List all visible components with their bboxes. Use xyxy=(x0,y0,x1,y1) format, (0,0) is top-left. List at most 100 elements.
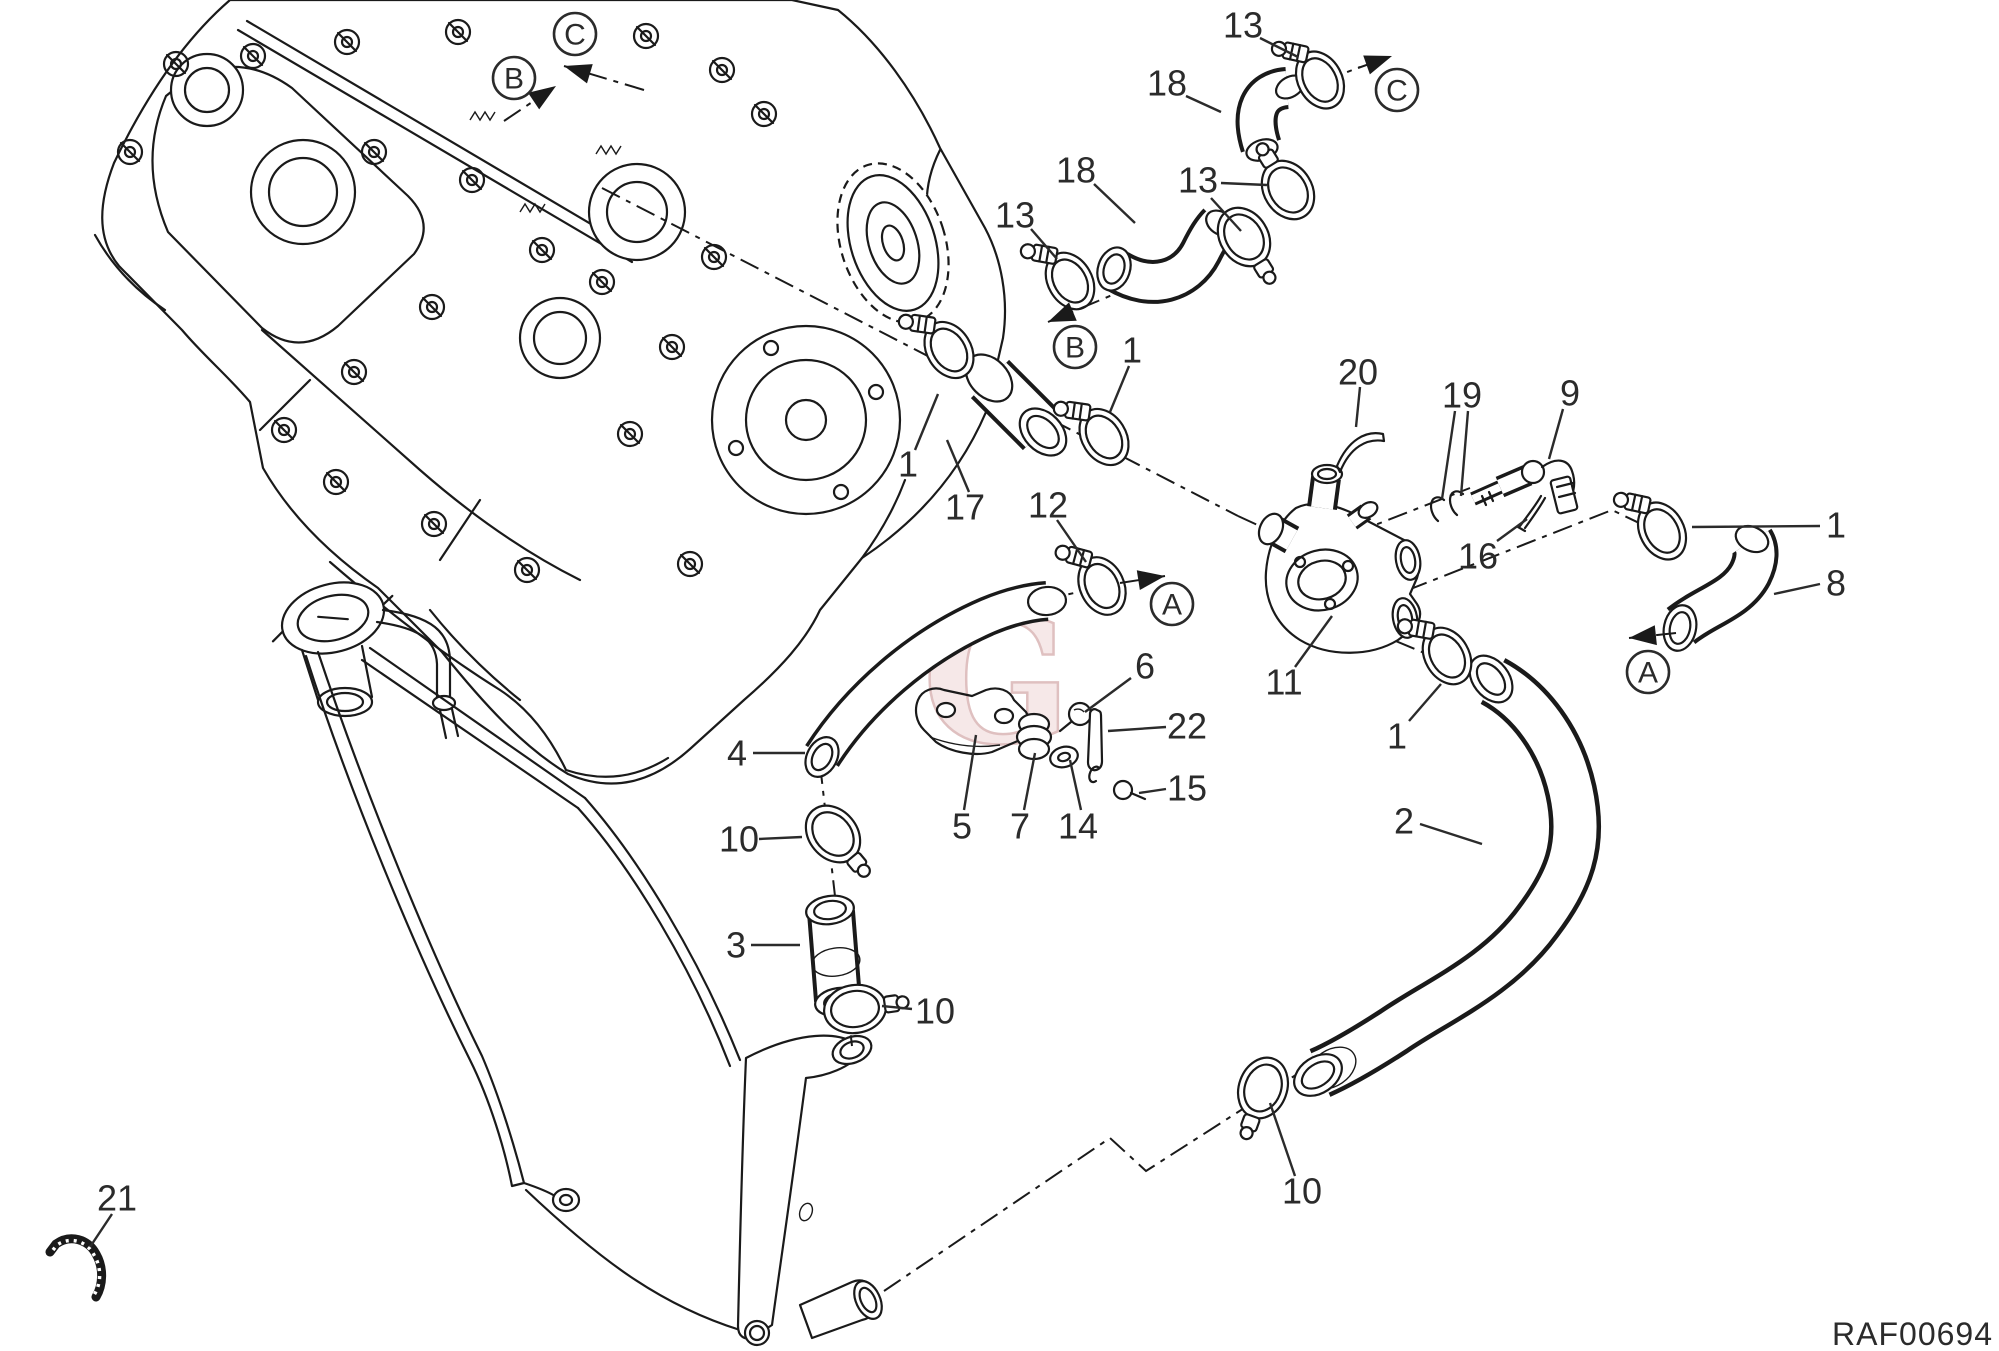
part-label-2: 2 xyxy=(1394,801,1414,842)
part-label-15: 15 xyxy=(1167,768,1207,809)
part-label-14: 14 xyxy=(1058,806,1098,847)
thermostat-unit-11 xyxy=(1257,463,1422,654)
view-marker-circle xyxy=(1374,67,1420,113)
leader-line-17 xyxy=(945,439,971,493)
screw-15 xyxy=(1088,765,1147,801)
part-label-19: 19 xyxy=(1442,375,1482,416)
leader-line-18-lower xyxy=(1093,183,1136,224)
leader-line-13-left xyxy=(1030,228,1058,260)
leader-line-18-upper xyxy=(1185,94,1222,114)
part-label-17: 17 xyxy=(945,487,985,528)
leader-line-13-top xyxy=(1259,36,1299,59)
leader-line-19 xyxy=(1459,410,1470,497)
clutch-cover xyxy=(710,324,902,516)
leader-line-10-c xyxy=(1268,1102,1297,1177)
part-label-4: 4 xyxy=(727,733,747,774)
part-label-10-a: 10 xyxy=(719,819,759,860)
leader-line-7 xyxy=(1022,752,1037,811)
view-arrowhead xyxy=(1363,55,1392,75)
spring-band-21 xyxy=(45,1234,107,1302)
part-label-18-upper: 18 xyxy=(1147,63,1187,104)
part-label-6: 6 xyxy=(1135,646,1155,687)
leader-line-10-a xyxy=(758,835,803,841)
part-label-13-left: 13 xyxy=(995,195,1035,236)
leader-line-15 xyxy=(1138,787,1167,795)
leader-line-20 xyxy=(1354,386,1362,428)
chain-guide-line xyxy=(236,28,634,264)
leader-line-8 xyxy=(1773,582,1821,596)
part-label-1-c: 1 xyxy=(1826,505,1846,546)
leader-line-6 xyxy=(1084,677,1132,713)
part-label-3: 3 xyxy=(726,925,746,966)
leader-line-11 xyxy=(1294,615,1333,668)
part-label-21: 21 xyxy=(97,1178,137,1219)
view-marker-letter: B xyxy=(504,63,524,96)
part-label-22: 22 xyxy=(1167,706,1207,747)
view-marker-C-engine: C xyxy=(552,11,645,91)
part-label-1-a: 1 xyxy=(1122,330,1142,371)
part-label-13-top: 13 xyxy=(1223,5,1263,46)
safety-pin-16 xyxy=(1516,494,1547,533)
leader-line-16 xyxy=(1496,518,1528,542)
part-label-1-d: 1 xyxy=(1387,716,1407,757)
hose-bypass-4 xyxy=(804,581,1068,778)
leader-line-14 xyxy=(1068,759,1083,811)
view-marker-circle xyxy=(1625,649,1671,695)
leader-line-1-b xyxy=(913,393,940,451)
part-label-10-b: 10 xyxy=(915,991,955,1032)
part-label-1-b: 1 xyxy=(898,444,918,485)
clamp-13-d xyxy=(1012,219,1106,325)
leader-line-22 xyxy=(1107,725,1167,733)
part-label-8: 8 xyxy=(1826,563,1846,604)
view-arrowhead xyxy=(1048,302,1077,322)
leader-line-13-mid xyxy=(1210,197,1242,232)
view-marker-B-parts: B xyxy=(1047,300,1099,370)
leader-line-10-b xyxy=(881,1004,913,1011)
temperature-sensor-9 xyxy=(1470,459,1579,515)
elbow-hose-18-upper xyxy=(1235,67,1306,162)
sleeve-17 xyxy=(964,353,1068,457)
leader-line-2 xyxy=(1419,822,1483,846)
leader-line-1-d xyxy=(1408,683,1442,722)
view-arrowhead xyxy=(1629,625,1657,646)
radiator-bottom-edge xyxy=(524,1188,742,1332)
radiator-hose-2 xyxy=(1293,654,1602,1097)
view-marker-letter: A xyxy=(1162,589,1182,622)
leader-line-12 xyxy=(1056,519,1087,563)
view-arrow-line xyxy=(1119,575,1166,584)
leader-line-19 xyxy=(1440,410,1457,500)
leader-line-21 xyxy=(89,1213,113,1248)
clamp-1-c xyxy=(1605,468,1697,574)
radiator-side-rail xyxy=(304,650,526,1188)
radiator-upper-rail xyxy=(360,646,587,810)
leader-line-1-c xyxy=(1691,524,1821,529)
part-label-12: 12 xyxy=(1028,485,1068,526)
valve-cover-outline xyxy=(151,65,425,344)
leader-line-1-a xyxy=(1108,365,1131,413)
view-arrowhead xyxy=(528,86,556,110)
view-marker-C-parts: C xyxy=(1357,55,1420,113)
part-label-10-c: 10 xyxy=(1282,1171,1322,1212)
radiator xyxy=(271,581,883,1347)
part-label-13-mid: 13 xyxy=(1178,160,1218,201)
part-label-11: 11 xyxy=(1265,662,1302,703)
view-marker-B-engine: B xyxy=(491,55,557,122)
view-marker-circle xyxy=(552,11,598,57)
overflow-pipe xyxy=(375,608,452,702)
view-arrowhead xyxy=(564,64,593,84)
cam-chain-sprocket xyxy=(836,162,950,324)
leader-line-13-mid xyxy=(1220,181,1268,187)
spacer-pin-22 xyxy=(1086,708,1104,772)
drawing-code: RAF00694 xyxy=(1832,1316,1993,1351)
engine-block xyxy=(93,0,1007,785)
part-label-20: 20 xyxy=(1338,352,1378,393)
part-label-5: 5 xyxy=(952,806,972,847)
view-marker-circle xyxy=(1149,581,1195,627)
cam-cover-ports xyxy=(169,52,687,380)
view-marker-letter: C xyxy=(564,19,586,52)
retaining-clips-19 xyxy=(1429,490,1465,523)
